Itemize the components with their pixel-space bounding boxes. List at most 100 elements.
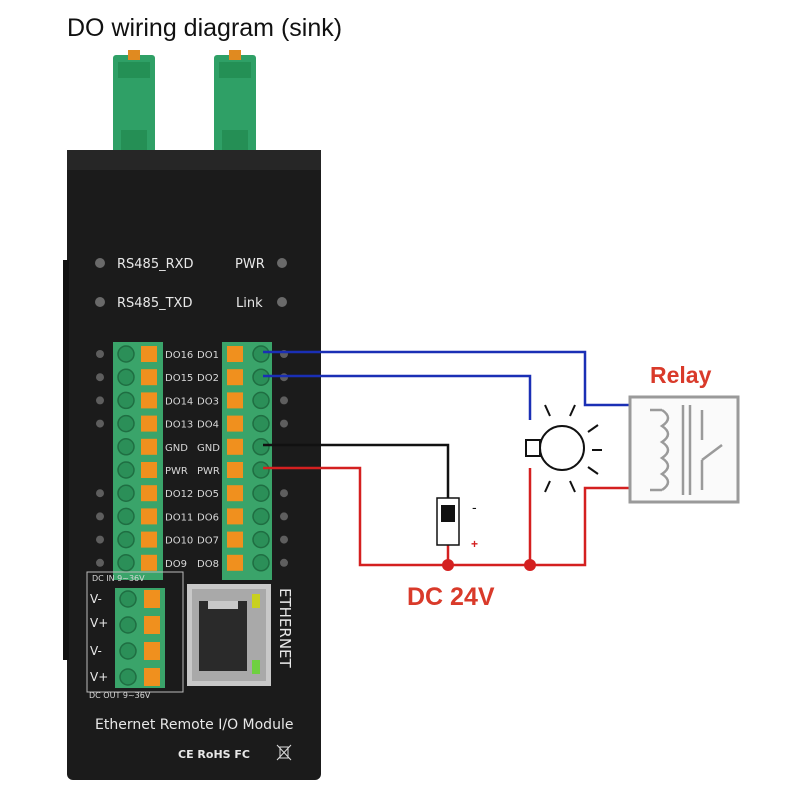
right-terminal-block xyxy=(222,342,272,580)
channel-led xyxy=(96,350,104,358)
left-terminal-screw xyxy=(117,391,135,410)
channel-led xyxy=(280,512,288,521)
left-terminal-tab xyxy=(141,438,157,455)
right-terminal-tab xyxy=(227,508,243,525)
channel-led xyxy=(280,489,288,498)
power-terminal-screw xyxy=(119,616,137,634)
status-leds: RS485_RXD RS485_TXD PWR Link xyxy=(95,257,287,311)
channel-led xyxy=(96,419,104,428)
supply-minus: - xyxy=(472,499,477,515)
power-terminal-tab xyxy=(144,642,160,660)
left-terminal-tab xyxy=(141,369,157,386)
right-terminal-tab xyxy=(227,554,243,571)
eth-led-top xyxy=(252,594,260,608)
rs485-txd-led xyxy=(95,297,105,307)
left-terminal-tab xyxy=(141,554,157,571)
right-terminal-screw xyxy=(252,345,270,363)
dc-out-label: DC OUT 9~36V xyxy=(89,691,151,700)
right-terminal-screw xyxy=(252,438,270,456)
left-terminal-label: DO15 xyxy=(165,373,193,384)
left-terminal-label: DO9 xyxy=(165,559,187,570)
left-terminal-screw xyxy=(117,554,135,572)
right-terminal-tab xyxy=(227,485,243,502)
right-terminal-screw xyxy=(252,461,270,479)
left-terminal-screw xyxy=(117,368,135,386)
right-terminal-label: DO2 xyxy=(197,373,219,384)
left-terminal-tab xyxy=(141,485,157,502)
left-terminal-screw xyxy=(117,530,135,549)
right-terminal-screw xyxy=(252,414,270,433)
power-terminal-screw xyxy=(119,590,137,608)
right-terminal-label: DO4 xyxy=(197,420,219,431)
right-terminal-screw xyxy=(252,554,270,572)
channel-led xyxy=(280,419,288,428)
weee-bin-icon xyxy=(276,744,292,761)
dc-out-vplus: V+ xyxy=(90,670,108,684)
power-terminal-tab xyxy=(144,668,160,686)
top-connector-right xyxy=(214,50,256,155)
left-terminal-label: DO13 xyxy=(165,420,193,431)
right-terminal-tab xyxy=(227,462,243,478)
right-terminal-tab xyxy=(227,392,243,409)
blue-wire-do1 xyxy=(263,350,632,407)
right-terminal-label: DO6 xyxy=(197,512,219,523)
right-terminal-label: DO8 xyxy=(197,559,219,570)
left-terminal-screw xyxy=(117,461,135,479)
ethernet-port: ETHERNET xyxy=(187,584,294,686)
rs485-rxd-led xyxy=(95,258,105,268)
left-terminal-block xyxy=(113,342,163,580)
left-terminal-label: DO16 xyxy=(165,350,193,361)
left-terminal-label: DO14 xyxy=(165,396,193,407)
channel-led xyxy=(280,535,288,544)
black-wire-gnd xyxy=(263,443,450,498)
channel-led xyxy=(96,512,104,521)
left-terminal-tab xyxy=(141,508,157,525)
left-terminal-screw xyxy=(117,438,135,456)
power-terminal-tab xyxy=(144,590,160,608)
left-terminal-tab xyxy=(141,462,157,478)
top-connector-left xyxy=(113,50,155,155)
channel-led xyxy=(96,558,104,567)
power-terminal-screw xyxy=(119,642,137,660)
junction-dot xyxy=(442,559,454,571)
right-terminal-screw xyxy=(252,484,270,502)
red-wire-pwr xyxy=(263,466,632,571)
link-label: Link xyxy=(236,296,263,311)
right-terminal-screw xyxy=(252,507,270,526)
left-terminal-tab xyxy=(141,346,157,362)
cert-marks: CE RoHS FC xyxy=(178,748,250,761)
junction-dot xyxy=(524,559,536,571)
left-terminal-tab xyxy=(141,415,157,432)
channel-led xyxy=(280,558,288,567)
dc-in-vplus: V+ xyxy=(90,616,108,630)
right-terminal-label: DO5 xyxy=(197,489,219,500)
left-terminal-screw xyxy=(117,345,135,363)
right-terminal-label: GND xyxy=(197,443,220,454)
dc-in-label: DC IN 9~36V xyxy=(92,574,145,583)
eth-led-bottom xyxy=(252,660,260,674)
dc-supply-symbol: - + xyxy=(436,497,478,551)
dc-out-vminus: V- xyxy=(90,644,102,658)
blue-wire-do2 xyxy=(263,374,532,420)
module-name: Ethernet Remote I/O Module xyxy=(95,717,293,733)
left-terminal-tab xyxy=(141,392,157,409)
power-terminal-tab xyxy=(144,616,160,634)
pwr-led xyxy=(277,258,287,268)
right-terminal-screw xyxy=(252,530,270,549)
left-terminal-label: DO10 xyxy=(165,536,193,547)
right-terminal-tab xyxy=(227,369,243,386)
left-terminal-label: DO12 xyxy=(165,489,193,500)
right-terminal-tab xyxy=(227,531,243,548)
left-terminal-screw xyxy=(117,484,135,502)
left-terminal-screw xyxy=(117,414,135,433)
supply-label: DC 24V xyxy=(407,583,495,611)
supply-plus: + xyxy=(471,537,478,551)
right-terminal-label: DO1 xyxy=(197,350,219,361)
channel-led xyxy=(280,396,288,405)
channel-led xyxy=(96,535,104,544)
ethernet-label: ETHERNET xyxy=(276,588,294,669)
relay-symbol xyxy=(628,395,740,504)
left-terminal-label: DO11 xyxy=(165,512,193,523)
